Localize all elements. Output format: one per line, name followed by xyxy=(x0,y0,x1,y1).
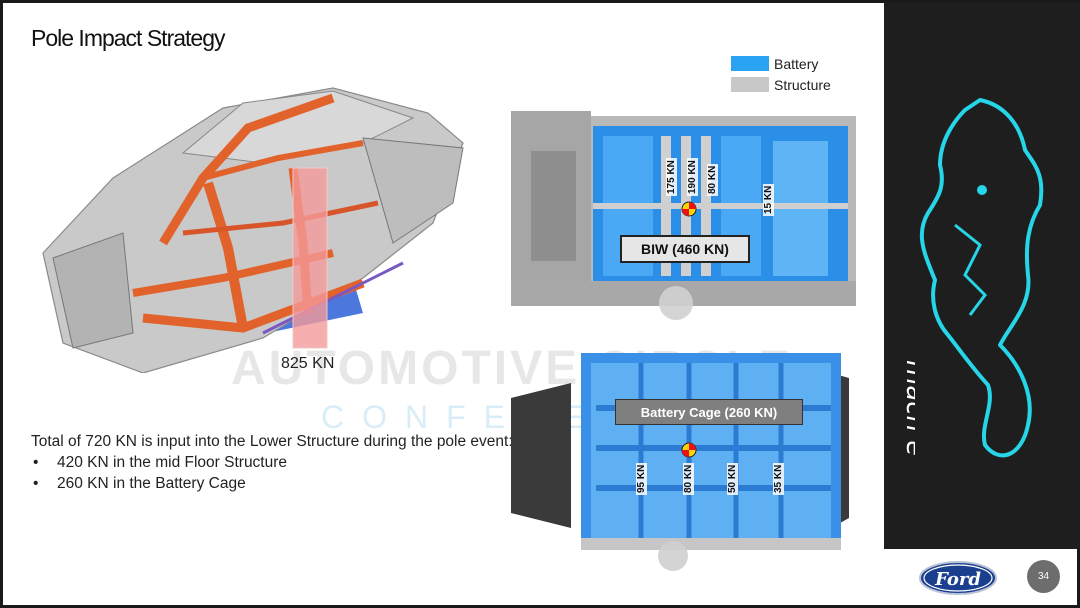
slide-title: Pole Impact Strategy xyxy=(31,25,225,51)
battery-cage-diagram xyxy=(511,353,849,571)
mach-e-text: mach e xyxy=(900,360,915,456)
legend-label: Battery xyxy=(774,55,819,72)
mach-e-wordmark: mach e xyxy=(900,360,915,456)
intro-text: Total of 720 KN is input into the Lower … xyxy=(31,433,513,450)
ford-logo: Ford xyxy=(919,561,997,595)
bullet-item: 260 KN in the Battery Cage xyxy=(31,473,521,494)
battery-cage-total-label: Battery Cage (260 KN) xyxy=(615,399,803,425)
structure-swatch xyxy=(731,77,769,92)
mustang-pony-logo xyxy=(919,98,1044,458)
biw-load-label: 175 KN xyxy=(666,158,677,196)
legend: Battery Structure xyxy=(731,53,831,95)
biw-diagram xyxy=(511,111,856,320)
car-body-illustration xyxy=(42,87,464,373)
battery-swatch xyxy=(731,56,769,71)
biw-load-label: 15 KN xyxy=(763,183,774,216)
cage-load-label: 95 KN xyxy=(636,462,647,495)
bullet-list: 420 KN in the mid Floor Structure 260 KN… xyxy=(31,452,521,494)
brand-sidebar xyxy=(884,3,1080,549)
cage-load-label: 35 KN xyxy=(773,462,784,495)
body-text: Total of 720 KN is input into the Lower … xyxy=(31,431,521,494)
legend-item-battery: Battery xyxy=(731,53,831,74)
legend-label: Structure xyxy=(774,76,831,93)
page-number: 34 xyxy=(1027,560,1060,593)
biw-load-label: 190 KN xyxy=(687,158,698,196)
biw-total-label: BIW (460 KN) xyxy=(620,235,750,263)
ford-logo-text: Ford xyxy=(934,569,981,590)
pole-load-label: 825 KN xyxy=(281,355,335,372)
legend-item-structure: Structure xyxy=(731,74,831,95)
biw-load-label: 80 KN xyxy=(707,163,718,196)
bullet-item: 420 KN in the mid Floor Structure xyxy=(31,452,521,473)
cage-load-label: 80 KN xyxy=(683,462,694,495)
cage-load-label: 50 KN xyxy=(727,462,738,495)
